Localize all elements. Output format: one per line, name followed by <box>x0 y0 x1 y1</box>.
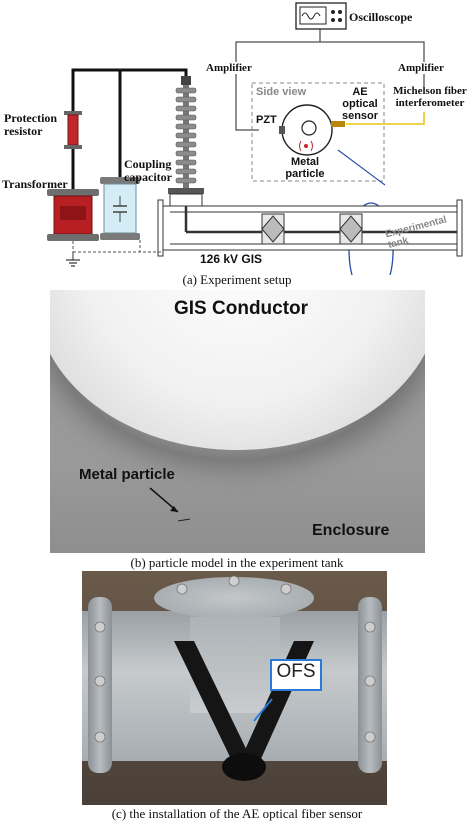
metal-particle-schematic-label: Metal particle <box>285 156 325 180</box>
michelson-interferometer-label: Michelson fiber interferometer <box>393 85 467 109</box>
panel-b-photo: GIS Conductor Metal particle Enclosure <box>50 290 425 553</box>
fiber-straps <box>94 575 376 781</box>
oscilloscope-device <box>295 2 347 30</box>
ofs-label: OFS <box>276 661 316 682</box>
caption-a: (a) Experiment setup <box>182 272 292 287</box>
amplifier-left-label: Amplifier <box>206 62 252 74</box>
transformer-component <box>47 189 99 241</box>
side-view-box <box>251 82 385 182</box>
coupling-capacitor-component <box>100 177 140 240</box>
ofs-label-box <box>270 659 322 691</box>
hv-bushing <box>168 76 204 194</box>
enclosure-label: Enclosure <box>312 522 390 539</box>
panel-c-photo: OFS <box>82 571 387 805</box>
caption-b: (b) particle model in the experiment tan… <box>130 555 344 570</box>
ae-optical-sensor-label: AE optical sensor <box>341 86 379 122</box>
side-view-pipe-icon <box>279 104 345 156</box>
gis-label: 126 kV GIS <box>200 252 263 266</box>
side-view-label: Side view <box>256 86 307 98</box>
panel-a-experiment-setup: Oscilloscope Amplifier Amplifier Michels… <box>0 0 474 290</box>
pzt-label: PZT <box>256 114 277 126</box>
gis-pipe <box>157 193 463 257</box>
oscilloscope-label: Oscilloscope <box>349 10 413 24</box>
protection-resistor-component <box>64 111 82 149</box>
amplifier-right-label: Amplifier <box>398 62 444 74</box>
coupling-capacitor-label: Coupling capacitor <box>124 157 172 184</box>
transformer-label: Transformer <box>2 177 68 191</box>
caption-c: (c) the installation of the AE optical f… <box>111 806 363 821</box>
metal-particle-photo-label: Metal particle <box>79 466 175 483</box>
particle-arrow <box>149 487 191 522</box>
gis-conductor-label: GIS Conductor <box>174 298 309 319</box>
enclosure-surface <box>50 460 425 553</box>
setup-schematic <box>47 2 463 275</box>
protection-resistor-label: Protection resistor <box>4 111 58 138</box>
ground-symbol <box>66 240 162 267</box>
